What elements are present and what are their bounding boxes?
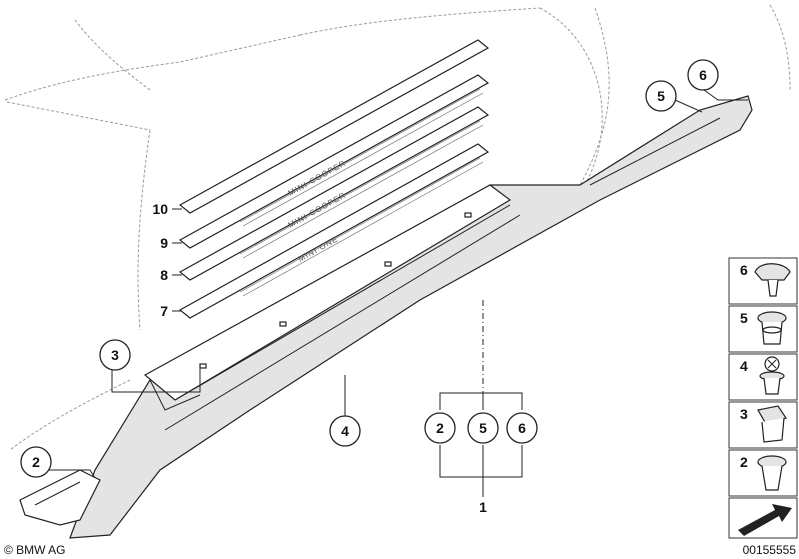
group-callout-6: 6 [518,420,526,436]
group-circle-2 [424,412,456,444]
diagram-number: 00155555 [743,543,797,557]
cap-clip-icon [754,263,791,297]
callout-circle-4 [329,415,361,447]
callout-9: 9 [160,235,168,251]
legend-panel-6 [728,257,798,305]
callout-circle-2 [20,446,52,478]
legend-num-6: 6 [740,262,748,278]
callout-circle-3 [99,339,131,371]
expanding-rivet-icon [757,455,787,491]
callout-3: 3 [111,347,119,363]
callout-7: 7 [160,303,168,319]
screw-rivet-icon [759,356,785,395]
car-body-outline [4,4,791,451]
top-circle-5 [645,80,677,112]
square-clip-icon [757,405,787,443]
legend-num-4: 4 [740,358,748,374]
legend-num-5: 5 [740,310,748,326]
top-callout-6: 6 [699,67,707,83]
strip-10 [178,39,490,214]
top-circle-6 [687,59,719,91]
fastener-legend: 6 5 4 3 2 [728,257,798,539]
copyright-text: © BMW AG [4,543,66,557]
direction-arrow-icon [738,504,792,536]
callout-10: 10 [152,201,168,217]
legend-num-3: 3 [740,406,748,422]
group-circle-6 [506,412,538,444]
group-callout-2: 2 [436,420,444,436]
group-circle-5 [467,412,499,444]
push-rivet-icon [757,311,787,345]
leader-lines [36,89,748,497]
top-callout-5: 5 [657,88,665,104]
group-total-callout: 1 [479,499,487,515]
callout-8: 8 [160,267,168,283]
group-callout-5: 5 [479,420,487,436]
callout-4: 4 [341,423,349,439]
callout-2: 2 [32,454,40,470]
callouts: 10 9 8 7 3 2 4 2 5 6 1 5 6 [20,59,719,515]
legend-num-2: 2 [740,454,748,470]
